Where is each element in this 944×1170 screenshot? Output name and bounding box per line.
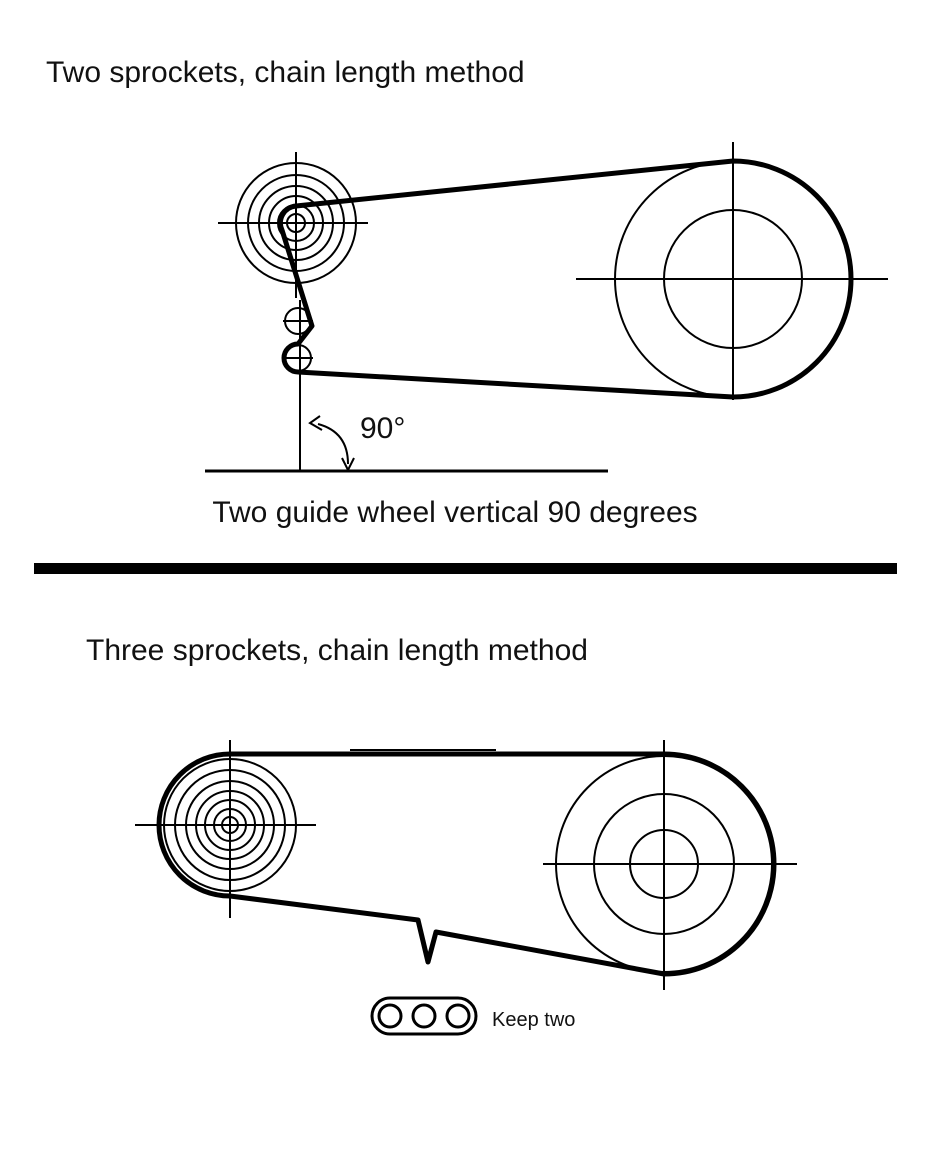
bottom-chain-diagram [135,740,797,1036]
bottom-chain [156,751,777,977]
angle-label: 90° [360,412,405,445]
angle-arc [317,423,349,465]
section-divider [34,563,897,574]
top-chain [277,158,854,400]
bottom-diagram-title: Three sprockets, chain length method [86,634,588,667]
keep-two-label: Keep two [492,1009,575,1031]
top-diagram-caption: Two guide wheel vertical 90 degrees [212,496,698,529]
chain-link-icon [370,996,478,1036]
top-diagram-title: Two sprockets, chain length method [46,56,525,89]
